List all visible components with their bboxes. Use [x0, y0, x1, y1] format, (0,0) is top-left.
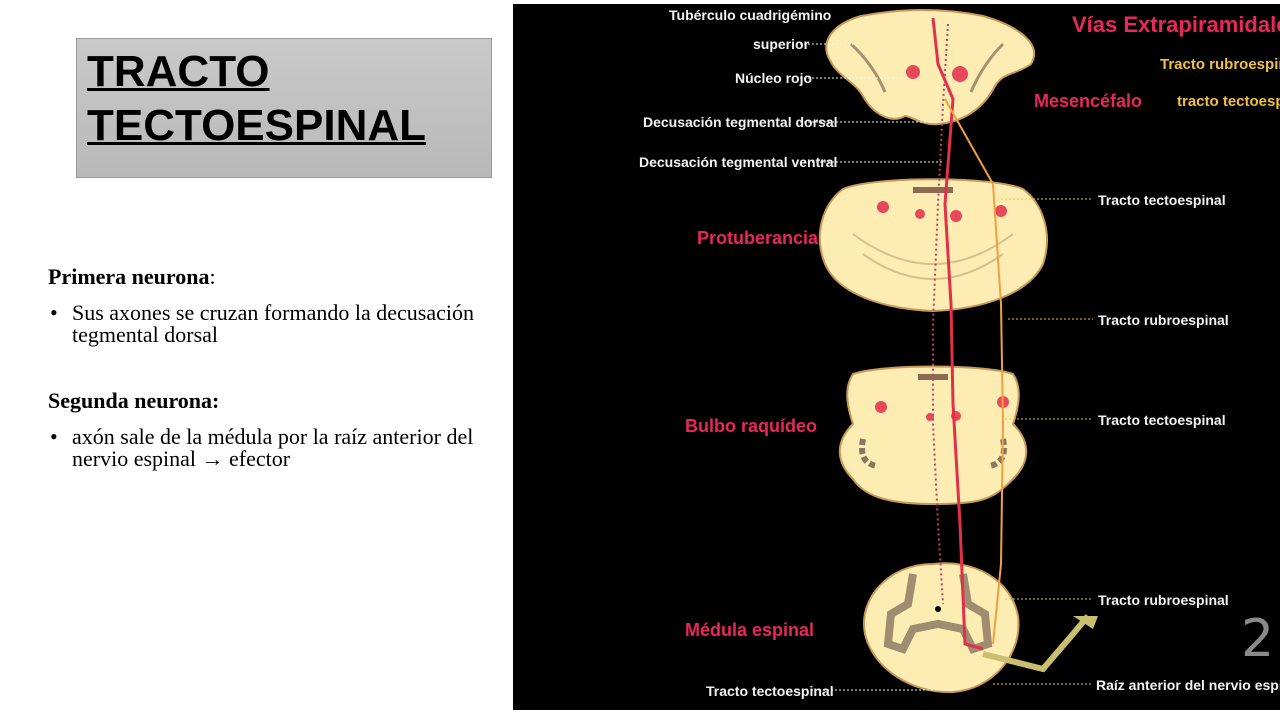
label-decusacion-ventral: Decusación tegmental ventral [639, 154, 837, 170]
label-protuberancia: Protuberancia [697, 228, 819, 248]
mesencephalon-section [825, 9, 1035, 126]
label-right-5: Raíz anterior del nervio espinal [1096, 677, 1280, 693]
label-right-3: Tracto tectoespinal [1098, 412, 1226, 428]
section-1-heading: Primera neurona: [48, 264, 216, 289]
label-mesencefalo: Mesencéfalo [1034, 91, 1142, 111]
slide-body: Primera neurona: • Sus axones se cruzan f… [48, 262, 518, 470]
bullet-dot: • [50, 424, 58, 449]
red-nucleus-right [952, 66, 968, 82]
label-bottom: Tracto tectoespinal [706, 683, 834, 699]
figure-svg: Tubérculo cuadrigémino superior Núcleo r… [639, 7, 1280, 699]
title-box: TRACTO TECTOESPINAL [76, 38, 492, 178]
label-decusacion-dorsal: Decusación tegmental dorsal [643, 114, 838, 130]
label-medula: Médula espinal [685, 620, 814, 640]
title-line-2: TECTOESPINAL [87, 101, 427, 150]
tectospinal-pathway [931, 17, 984, 651]
section-2-heading: Segunda neurona: [48, 388, 220, 413]
red-nucleus-left [906, 65, 920, 79]
section-2-bullet-text: axón sale de la médula por la raíz anter… [72, 424, 474, 471]
label-nucleo-rojo: Núcleo rojo [735, 70, 812, 86]
pons-section [818, 178, 1048, 313]
label-tuberculo: Tubérculo cuadrigémino [669, 7, 831, 23]
legend-tectoespinal: tracto tectoespinal [1177, 93, 1280, 110]
section-2-bullet: • axón sale de la médula por la raíz ante… [48, 426, 518, 470]
section-1-bullet: • Sus axones se cruzan formando la decusa… [48, 302, 518, 346]
figure-title: Vías Extrapiramidales [1072, 12, 1280, 37]
label-right-1: Tracto tectoespinal [1098, 192, 1226, 208]
label-bulbo: Bulbo raquídeo [685, 416, 817, 436]
page-number: 2 [1241, 609, 1274, 669]
label-superior: superior [753, 36, 810, 52]
slide-title: TRACTO TECTOESPINAL [87, 45, 426, 153]
label-right-4: Tracto rubroespinal [1098, 592, 1229, 608]
label-right-2: Tracto rubroespinal [1098, 312, 1229, 328]
title-line-1: TRACTO [87, 47, 270, 96]
rubrospinal-pathway [944, 98, 1005, 645]
section-1-bullet-text: Sus axones se cruzan formando la decusac… [72, 300, 474, 347]
neuroanatomy-figure: Tubérculo cuadrigémino superior Núcleo r… [513, 4, 1280, 710]
legend-rubroespinal: Tracto rubroespinal [1160, 56, 1280, 73]
bullet-dot: • [50, 300, 58, 325]
